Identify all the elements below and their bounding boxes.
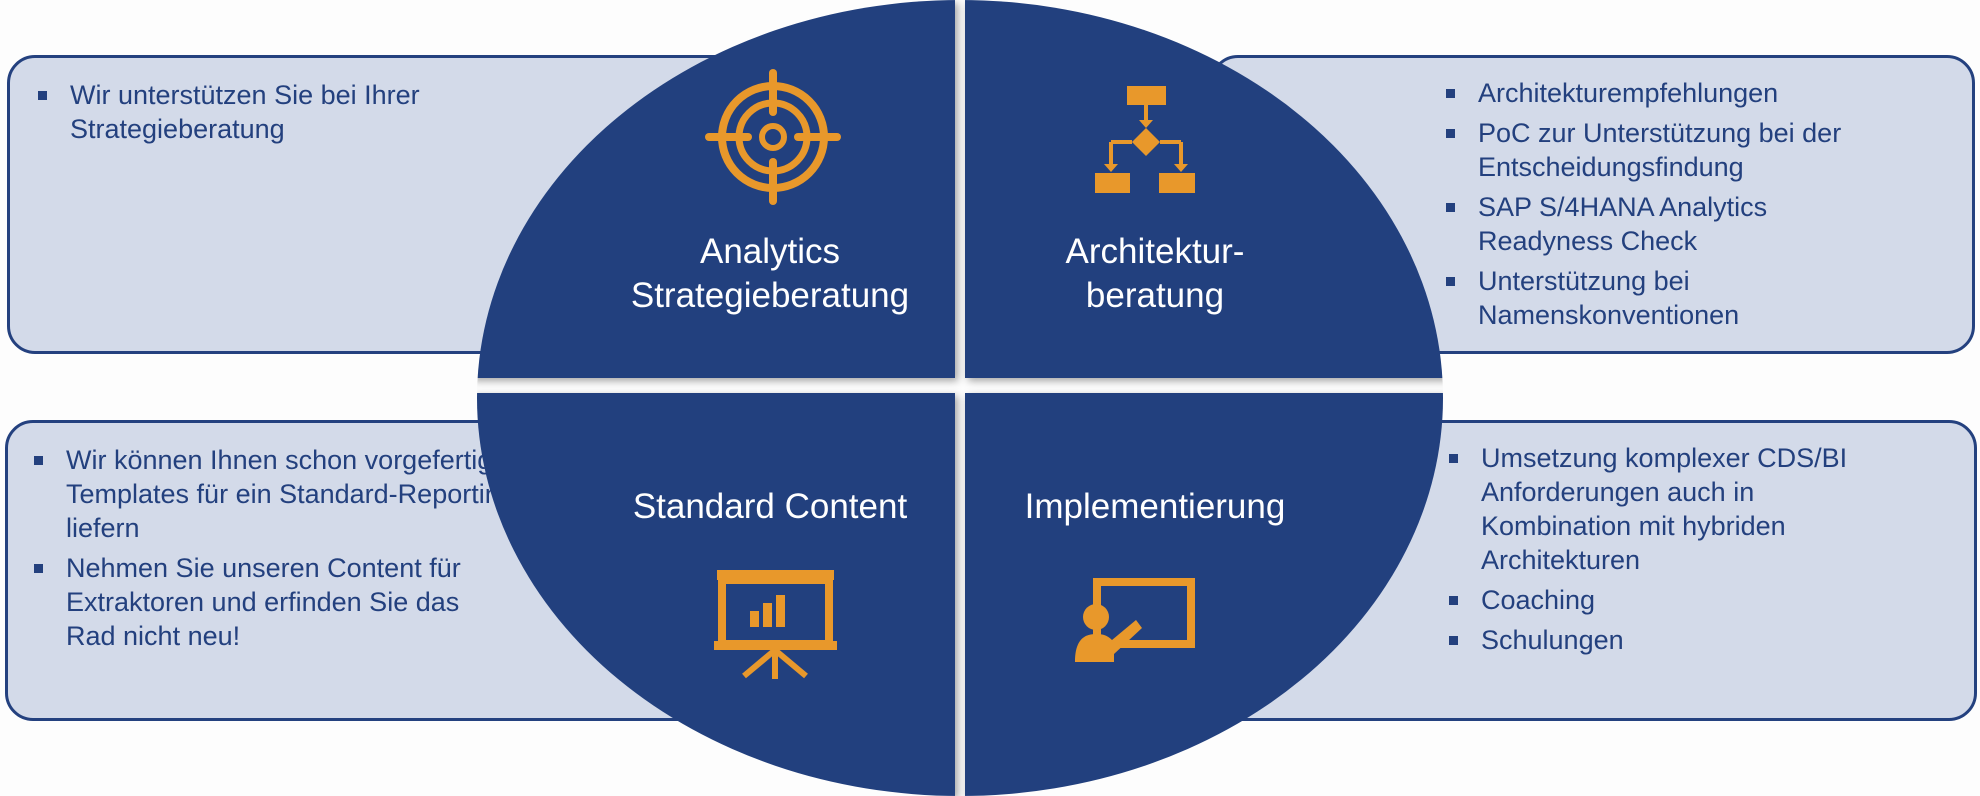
- presentation-chart-icon: [714, 570, 837, 679]
- quadrant-bottom-left: [477, 393, 955, 796]
- quadrant-top-left: [477, 0, 955, 378]
- bullet-item: SAP S/4HANA Analytics Readyness Check: [1438, 190, 1908, 258]
- bullet-list-top-left: Wir unterstützen Sie bei Ihrer Strategie…: [30, 78, 510, 152]
- label-line: Strategieberatung: [630, 276, 910, 315]
- bullet-list-bottom-left: Wir können Ihnen schon vorgefertigte Tem…: [26, 443, 516, 659]
- label-line: beratung: [1085, 276, 1225, 315]
- bullet-item: Wir können Ihnen schon vorgefertigte Tem…: [26, 443, 516, 545]
- quadrant-bottom-right: [965, 393, 1443, 796]
- quadrant-label-standard-content: Standard Content: [590, 485, 950, 529]
- bullet-item: Umsetzung komplexer CDS/BI Anforderungen…: [1441, 441, 1911, 577]
- quadrant-label-analytics: Analytics Strategieberatung: [590, 230, 950, 318]
- target-icon: [705, 69, 841, 205]
- bullet-item: Schulungen: [1441, 623, 1911, 657]
- bullet-item: Nehmen Sie unseren Content für Extraktor…: [26, 551, 516, 653]
- label-line: Standard Content: [632, 487, 908, 526]
- bullet-item: Unterstützung bei Namenskonventionen: [1438, 264, 1908, 332]
- quadrant-label-implementierung: Implementierung: [975, 485, 1335, 529]
- bullet-list-top-right: Architekturempfehlungen PoC zur Unterstü…: [1438, 76, 1908, 338]
- bullet-item: Architekturempfehlungen: [1438, 76, 1908, 110]
- quadrant-label-architektur: Architektur- beratung: [975, 230, 1335, 318]
- bullet-item: Wir unterstützen Sie bei Ihrer Strategie…: [30, 78, 510, 146]
- flowchart-icon: [1095, 86, 1195, 193]
- quadrant-top-right: [965, 0, 1443, 378]
- label-line: Analytics: [699, 232, 841, 271]
- bullet-item: PoC zur Unterstützung bei der Entscheidu…: [1438, 116, 1908, 184]
- teacher-board-icon: [1075, 578, 1195, 662]
- label-line: Implementierung: [1024, 487, 1286, 526]
- bullet-item: Coaching: [1441, 583, 1911, 617]
- label-line: Architektur-: [1065, 232, 1245, 271]
- bullet-list-bottom-right: Umsetzung komplexer CDS/BI Anforderungen…: [1441, 441, 1911, 663]
